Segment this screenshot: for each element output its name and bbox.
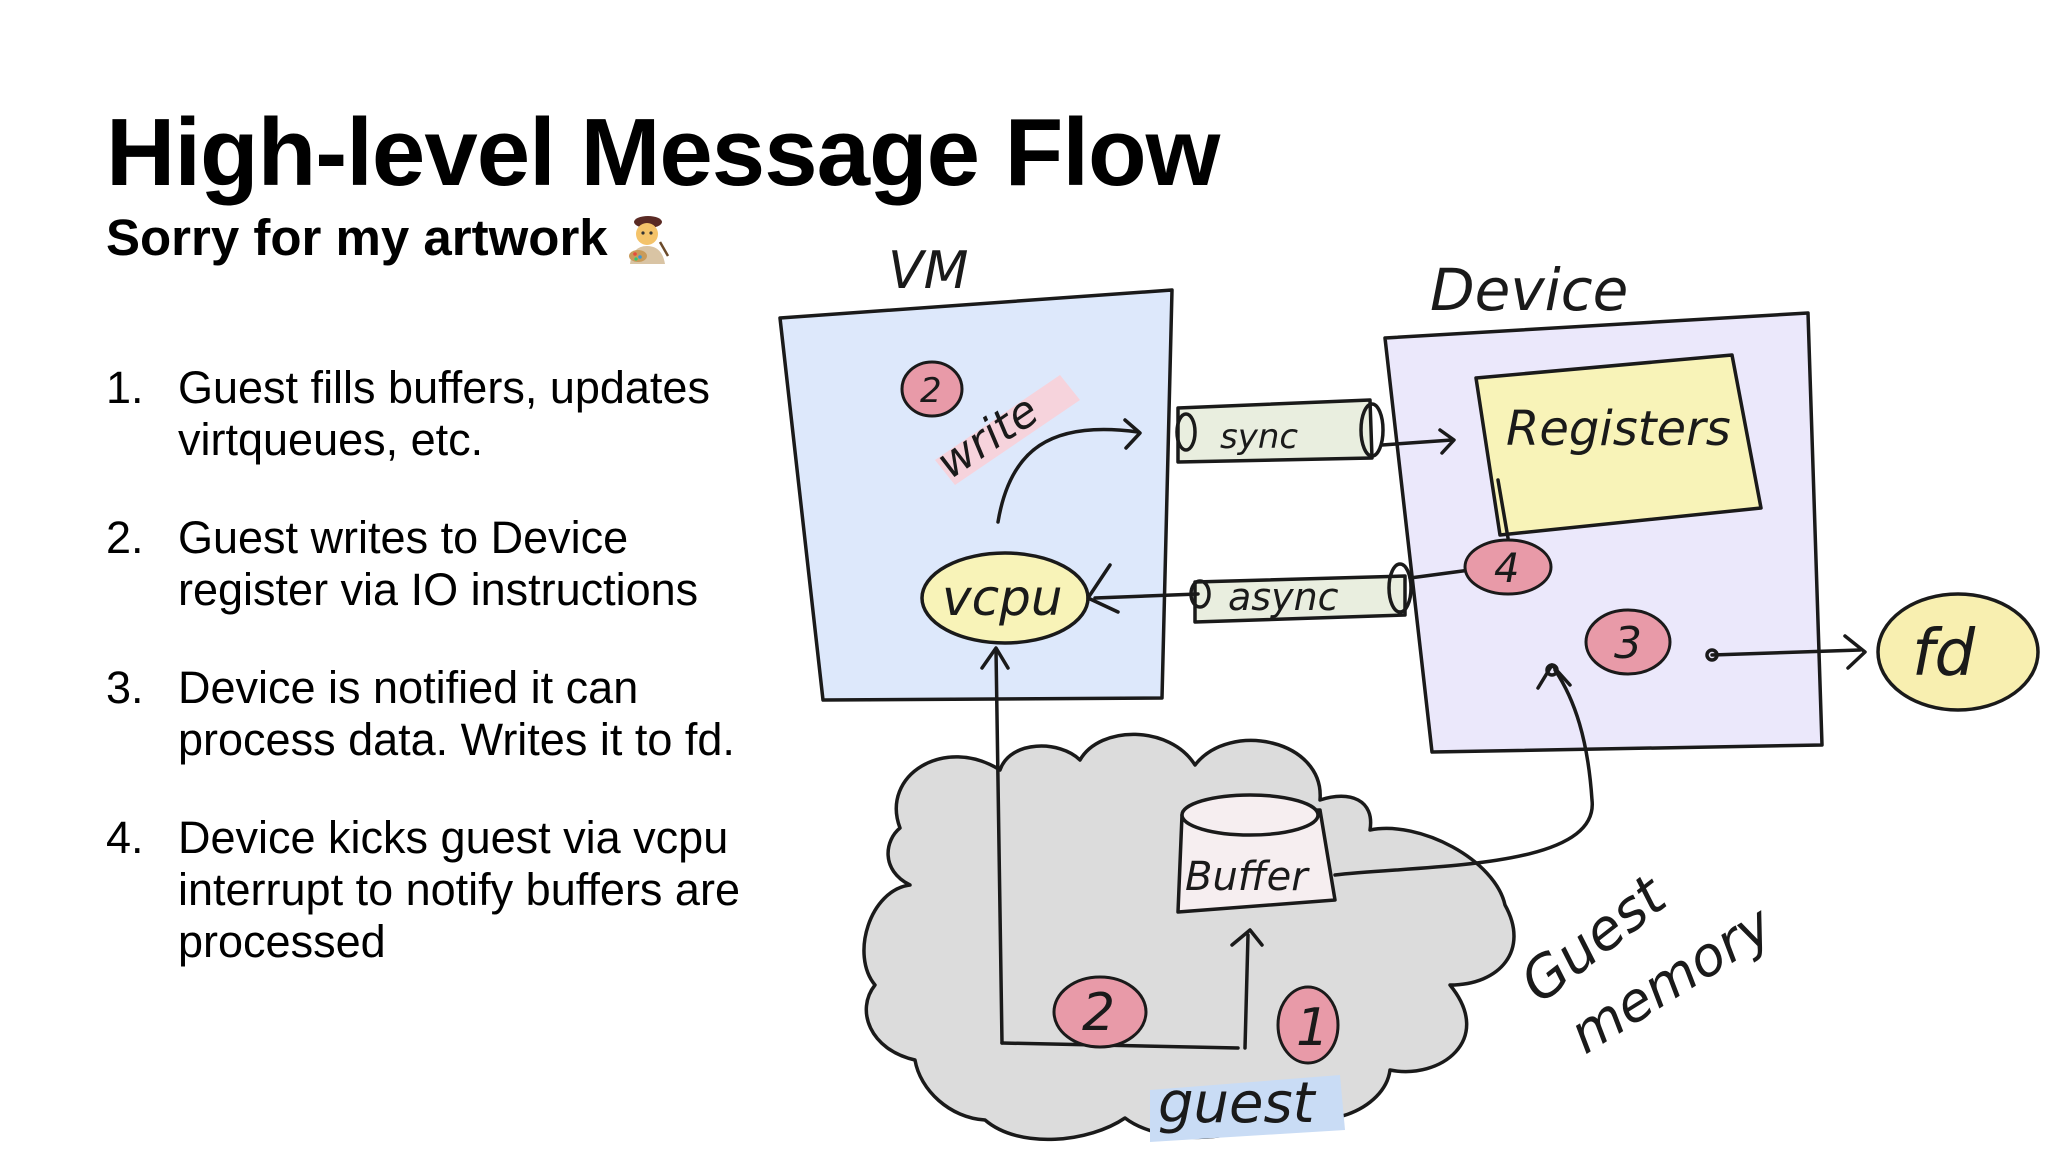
device-label: Device <box>1430 256 1628 324</box>
step-text: Device is notified it can process data. … <box>178 662 735 765</box>
artist-emoji-icon <box>622 212 674 264</box>
kick-to-async-arrow <box>1408 568 1472 580</box>
step-text: Guest writes to Device register via IO i… <box>178 512 699 615</box>
sync-arrowhead <box>1438 428 1456 455</box>
registers-to-kick-arrow <box>1496 478 1510 540</box>
vcpu-label: vcpu <box>942 569 1063 627</box>
guest-label: guest <box>1158 1071 1317 1136</box>
step-item-3: 3. Device is notified it can process dat… <box>106 662 766 766</box>
marker-3-label: 3 <box>1614 618 1642 669</box>
marker-2-label: 2 <box>1082 983 1115 1043</box>
step-item-4: 4. Device kicks guest via vcpu interrupt… <box>106 812 766 968</box>
subtitle-text: Sorry for my artwork <box>106 209 608 266</box>
async-arrowhead <box>1086 563 1120 614</box>
async-channel <box>1193 574 1407 624</box>
vcpu-up-arrowhead <box>980 646 1010 670</box>
async-label: async <box>1228 575 1339 619</box>
registers-box <box>1474 353 1763 537</box>
steps-list: 1. Guest fills buffers, updates virtqueu… <box>106 362 766 1014</box>
guest-baseline <box>1000 1041 1240 1050</box>
page-title: High-level Message Flow <box>106 99 1220 206</box>
write-highlight <box>935 375 1080 485</box>
marker-2-vm <box>900 360 964 418</box>
marker-4 <box>1463 538 1553 596</box>
write-arrow <box>996 427 1140 524</box>
step-text: Guest fills buffers, updates virtqueues,… <box>178 362 710 465</box>
step-text: Device kicks guest via vcpu interrupt to… <box>178 812 740 967</box>
sync-to-registers-arrow <box>1380 438 1454 447</box>
marker-2-vm-label: 2 <box>920 371 942 411</box>
vm-label: VM <box>888 241 968 301</box>
step-item-2: 2. Guest writes to Device register via I… <box>106 512 766 616</box>
step-number: 3. <box>106 662 144 713</box>
buffer-label: Buffer <box>1185 854 1310 900</box>
fd-label: fd <box>1912 617 1976 691</box>
write-arrowhead <box>1123 418 1142 450</box>
step-number: 2. <box>106 512 144 563</box>
marker-2 <box>1052 975 1148 1049</box>
buffer-to-device-arrow <box>1333 668 1594 877</box>
guest-highlight <box>1150 1075 1345 1142</box>
step-number: 1. <box>106 362 144 413</box>
registers-label: Registers <box>1506 401 1731 457</box>
marker-1 <box>1276 985 1340 1065</box>
page-subtitle: Sorry for my artwork <box>106 207 674 268</box>
fd-arrowhead <box>1843 634 1867 670</box>
sync-label: sync <box>1220 417 1298 457</box>
marker-4-label: 4 <box>1494 546 1519 592</box>
buffer-arrowhead <box>1230 928 1264 947</box>
guest-to-buffer-arrow <box>1243 933 1250 1050</box>
device-to-fd-arrow <box>1710 648 1862 657</box>
marker-1-label: 1 <box>1296 998 1329 1058</box>
step-item-1: 1. Guest fills buffers, updates virtqueu… <box>106 362 766 466</box>
marker-3 <box>1584 608 1672 676</box>
async-to-vcpu-arrow <box>1093 592 1200 600</box>
guest-to-vcpu-line <box>994 648 1004 1045</box>
step-number: 4. <box>106 812 144 863</box>
guest-memory-cloud <box>862 732 1516 1142</box>
fd-circle <box>1876 592 2040 712</box>
